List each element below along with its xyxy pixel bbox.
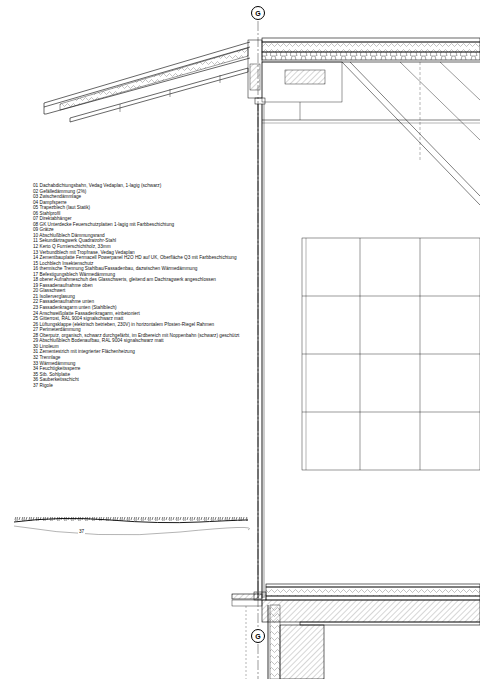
legend-list: 01 Dachabdichtungsbahn, Vedag Vedaplan, … — [33, 183, 255, 388]
legend-entry: 23 Fassadenkragarm unten (Stahlblech) — [33, 305, 255, 311]
legend-entry: 21 Isolierverglasung — [33, 294, 255, 300]
legend-entry: 04 Dampfsperre — [33, 200, 255, 206]
legend-entry: 26 Lüftungsklappe (elektrisch betrieben,… — [33, 322, 255, 328]
legend-entry: 02 Gefälledämmung (2%) — [33, 189, 255, 195]
legend-entry: 31 Zementestrich mit integrierter Fläche… — [33, 349, 255, 355]
legend-entry: 35 Stb. Sohlplatte — [33, 372, 255, 378]
legend-entry: 12 Kerto Q Furnierschichtholz, 33mm — [33, 244, 255, 250]
legend-entry: 09 Grätze — [33, 227, 255, 233]
legend-entry: 20 Glasschwert — [33, 288, 255, 294]
legend-entry: 01 Dachabdichtungsbahn, Vedag Vedaplan, … — [33, 183, 255, 189]
legend-entry: 25 Gitterrost, RAL 9004 signalschwarz ma… — [33, 316, 255, 322]
legend-entry: 11 Sekundärtragwerk Quadratrohr-Stahl — [33, 238, 255, 244]
grid-axis-marker: G — [251, 629, 265, 643]
axis-label: G — [255, 10, 260, 17]
legend-entry: 27 Perimeterdämmung — [33, 327, 255, 333]
legend-entry: 14 Zementbauplatte Fermacell Powerpanel … — [33, 255, 255, 261]
callout-number: 37 — [78, 529, 85, 534]
axis-label: G — [255, 633, 260, 640]
legend-entry: 17 Befestigungsblech Wärmedämmung — [33, 272, 255, 278]
legend-entry: 36 Sauberkeitsschicht — [33, 377, 255, 383]
legend-entry: 28 Oberputz, organisch, schwarz durchgef… — [33, 333, 255, 339]
legend-entry: 30 Linoleum — [33, 344, 255, 350]
legend-entry: 32 Trennlage — [33, 355, 255, 361]
legend-entry: 24 Anschweißplatte Fassadenkragarm, einb… — [33, 311, 255, 317]
legend-entry: 33 Wärmedämmung — [33, 361, 255, 367]
legend-entry: 05 Trapezblech (laut Statik) — [33, 205, 255, 211]
legend-entry: 07 Direktabhänger — [33, 216, 255, 222]
grid-axis-marker: G — [251, 6, 265, 20]
legend-entry: 19 Fassadenaufnahme oben — [33, 283, 255, 289]
legend-entry: 13 Verbundblech mit Tropfnase, Vedag Ved… — [33, 250, 255, 256]
legend-entry: 10 Abschlußblech Dämmungsrand — [33, 233, 255, 239]
legend-entry: 34 Feuchtigkeitssperre — [33, 366, 255, 372]
legend-entry: 15 Lochblech Insektenschutz — [33, 261, 255, 267]
legend-entry: 16 thermische Trennung Stahlbau/Fassaden… — [33, 266, 255, 272]
legend-entry: 06 Stahlprofil — [33, 211, 255, 217]
legend-entry: 37 Rigole — [33, 383, 255, 389]
legend-entry: 08 GK Unterdecke Feuerschutzplatten 1-la… — [33, 222, 255, 228]
legend-entry: 29 Abschlußblech Bodenaufbau, RAL 9004 s… — [33, 338, 255, 344]
section-lines — [14, 21, 480, 679]
legend-entry: 22 Fassadenaufnahme unten — [33, 299, 255, 305]
legend-entry: 03 Zwischendämmlage — [33, 194, 255, 200]
legend-entry: 18 oberer Aufnahmeschuh des Glasschwerts… — [33, 277, 255, 283]
